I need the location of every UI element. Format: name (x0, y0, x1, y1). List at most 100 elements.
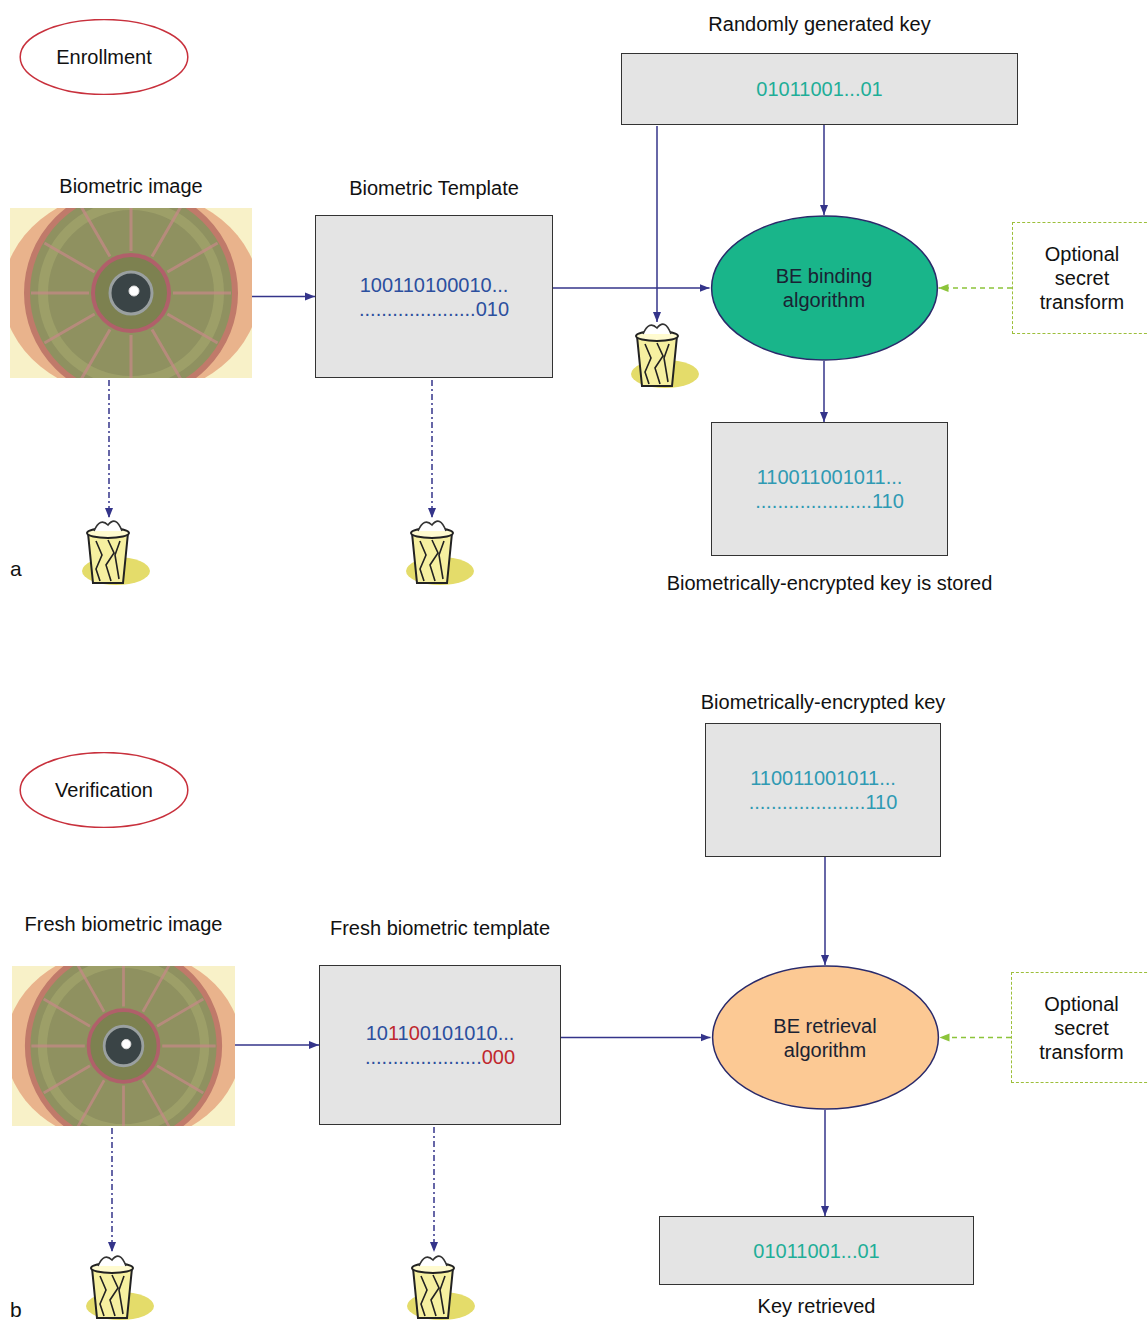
bit-char: . (426, 1046, 432, 1068)
bit-char: 0 (482, 1046, 493, 1068)
bit-char: . (471, 1046, 477, 1068)
ellipse-shape (712, 966, 938, 1109)
flow-arrow (824, 1110, 826, 1216)
stage-ellipse: Enrollment (19, 19, 189, 95)
box-heading: Randomly generated key (708, 12, 930, 36)
algorithm-name: BE binding algorithm (749, 264, 899, 312)
bit-char: 0 (464, 1022, 475, 1044)
bit-char: 0 (504, 1046, 515, 1068)
trash-icon (82, 521, 150, 585)
bit-char: 1 (453, 1022, 464, 1044)
image-heading: Biometric image (59, 174, 202, 198)
bit-char: . (465, 1046, 471, 1068)
encrypted-bits: 110011001011... .....................110 (725, 766, 921, 814)
trash-icon (407, 1256, 475, 1320)
box-heading: Biometrically-encrypted key (701, 690, 946, 714)
bit-char: 1 (475, 1022, 486, 1044)
trash-icon (406, 521, 474, 585)
fresh-biometric-image: Fresh biometric image (12, 966, 235, 1126)
fresh-template-box: Fresh biometric template101100101010... … (319, 965, 561, 1125)
bit-char: . (498, 1022, 504, 1044)
iris-image (6, 948, 242, 1144)
bit-char: 1 (366, 1022, 377, 1044)
discard-arrow (108, 380, 110, 518)
binding-ellipse: BE binding algorithm (710, 215, 939, 361)
bit-char: 0 (442, 1022, 453, 1044)
bit-char: . (409, 1046, 415, 1068)
bit-char: . (476, 1046, 482, 1068)
image-heading: Fresh biometric image (25, 912, 223, 936)
flow-arrow (235, 1044, 319, 1046)
box-caption: Key retrieved (758, 1294, 876, 1318)
flow-arrow (823, 125, 825, 215)
trash-icon (631, 324, 699, 388)
discard-arrow (433, 1127, 435, 1252)
transform-text: Optional secret transform (1021, 242, 1143, 314)
retrieval-ellipse: BE retrieval algorithm (711, 965, 940, 1110)
bit-char: . (415, 1046, 421, 1068)
bit-char: . (448, 1046, 454, 1068)
key-bits: 01011001...01 (756, 77, 882, 101)
template-bits: 100110100010... .....................010 (336, 273, 532, 321)
bit-char: 0 (493, 1046, 504, 1068)
discard-arrow (431, 380, 433, 518)
panel-letter: b (10, 1297, 22, 1322)
bit-char: . (509, 1022, 515, 1044)
encrypted-bits: 110011001011... .....................110 (732, 465, 928, 513)
bit-char: . (421, 1046, 427, 1068)
bit-char: 1 (398, 1022, 409, 1044)
flow-arrow (553, 287, 710, 289)
box-caption: Biometrically-encrypted key is stored (667, 571, 993, 595)
trash-icon (631, 324, 699, 388)
bit-char: 0 (377, 1022, 388, 1044)
bit-char: . (503, 1022, 509, 1044)
algorithm-name: BE retrieval algorithm (750, 1014, 900, 1062)
trash-icon (86, 1256, 154, 1320)
bit-char: 0 (420, 1022, 431, 1044)
trash-icon (406, 521, 474, 585)
ellipse-shape (20, 20, 188, 95)
trash-icon (82, 521, 150, 585)
optional-input-arrow (940, 1037, 1012, 1039)
bit-char: . (443, 1046, 449, 1068)
flow-arrow (824, 857, 826, 965)
flow-arrow (561, 1037, 711, 1039)
optional-transform-box: Optional secret transform (1012, 222, 1148, 334)
bit-char: . (387, 1046, 393, 1068)
key-bits: 01011001...01 (753, 1239, 879, 1263)
bit-char: 0 (409, 1022, 420, 1044)
box-heading: Fresh biometric template (330, 916, 550, 940)
key-box: Randomly generated key01011001...01 (621, 53, 1018, 125)
flow-arrow (823, 361, 825, 422)
bit-char: . (432, 1046, 438, 1068)
bit-char: . (370, 1046, 376, 1068)
trash-icon (407, 1256, 475, 1320)
optional-transform-box: Optional secret transform (1011, 972, 1148, 1083)
bit-char: . (404, 1046, 410, 1068)
bit-char: . (376, 1046, 382, 1068)
stored-key-box: 110011001011... .....................110… (711, 422, 948, 556)
bit-char: . (459, 1046, 465, 1068)
box-heading: Biometric Template (349, 176, 519, 200)
stage-ellipse: Verification (19, 752, 189, 828)
discard-arrow (656, 126, 658, 322)
iris-image (3, 189, 259, 397)
stage-title: Verification (55, 778, 153, 802)
bit-char: 1 (388, 1022, 398, 1044)
bit-char: 1 (431, 1022, 442, 1044)
transform-text: Optional secret transform (1021, 992, 1143, 1064)
template-box: Biometric Template100110100010... ......… (315, 215, 553, 378)
ellipse-outline (710, 215, 939, 361)
bit-char: . (454, 1046, 460, 1068)
stage-title: Enrollment (56, 45, 152, 69)
biometric-image: Biometric image (10, 208, 252, 378)
template-bits: 101100101010... .....................000 (340, 1021, 540, 1069)
ellipse-outline (711, 965, 940, 1110)
flow-arrow (252, 296, 315, 298)
optional-input-arrow (939, 287, 1013, 289)
discard-arrow (111, 1128, 113, 1252)
discard-arrow (109, 126, 657, 1252)
ellipse-shape (20, 753, 188, 828)
bit-char: . (398, 1046, 404, 1068)
